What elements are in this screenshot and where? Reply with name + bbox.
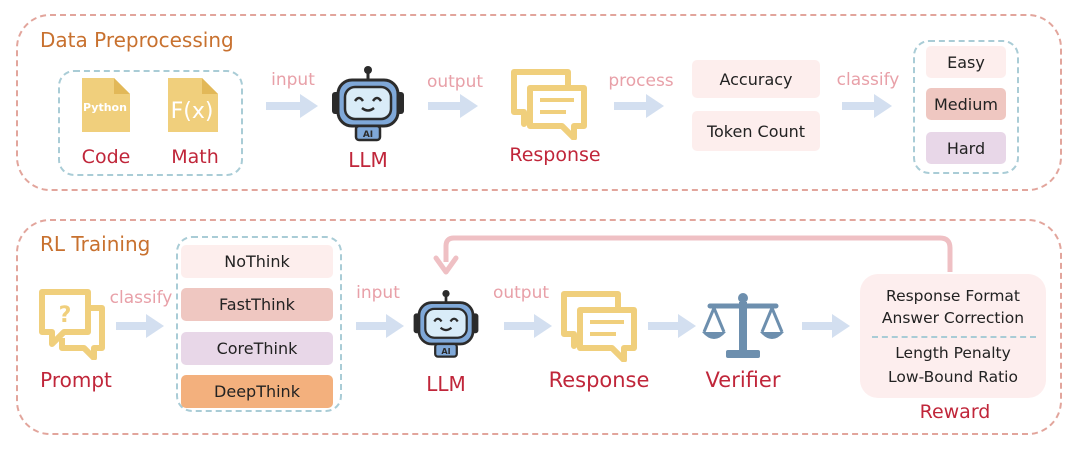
feedback-loop-arrow bbox=[443, 235, 953, 272]
mode-deepthink: DeepThink bbox=[181, 375, 333, 408]
arrow-process-1 bbox=[614, 94, 664, 118]
arrow-output-2 bbox=[504, 314, 552, 338]
verifier-scale-icon bbox=[702, 293, 784, 358]
arrow-classify-1 bbox=[842, 94, 892, 118]
llm-label: LLM bbox=[348, 148, 388, 172]
feedback-loop-arrowhead bbox=[433, 255, 459, 275]
arrow-output-1 bbox=[428, 94, 478, 118]
llm-robot-icon: AI bbox=[332, 66, 404, 142]
arrow-verifier-to-reward bbox=[802, 314, 850, 338]
mode-corethink: CoreThink bbox=[181, 332, 333, 365]
svg-text:F(x): F(x) bbox=[171, 99, 214, 124]
data-preprocessing-panel bbox=[16, 14, 1062, 191]
classify-arrow-label: classify bbox=[836, 70, 900, 90]
metric-token-count: Token Count bbox=[692, 111, 820, 151]
reward-label: Reward bbox=[919, 401, 991, 423]
response-chat-icon-2 bbox=[561, 291, 637, 362]
data-preprocessing-title: Data Preprocessing bbox=[40, 28, 234, 52]
metric-accuracy: Accuracy bbox=[692, 60, 820, 98]
reward-item-low-bound-ratio: Low-Bound Ratio bbox=[888, 368, 1018, 386]
python-code-icon: Python bbox=[82, 78, 130, 132]
verifier-label: Verifier bbox=[705, 368, 781, 392]
arrow-response-to-verifier bbox=[648, 314, 696, 338]
prompt-label: Prompt bbox=[40, 368, 112, 392]
reward-item-answer-correction: Answer Correction bbox=[881, 309, 1025, 327]
reward-item-response-format: Response Format bbox=[886, 287, 1020, 305]
rl-training-title: RL Training bbox=[40, 232, 151, 256]
difficulty-group bbox=[913, 40, 1019, 174]
svg-text:AI: AI bbox=[441, 346, 450, 356]
response-label-2: Response bbox=[548, 368, 650, 392]
arrow-input-1 bbox=[266, 94, 318, 118]
level-medium: Medium bbox=[926, 88, 1006, 120]
level-hard: Hard bbox=[926, 132, 1006, 164]
input-arrow-label-2: input bbox=[356, 283, 400, 303]
input-arrow-label: input bbox=[271, 70, 315, 90]
input-data-group bbox=[58, 70, 243, 176]
mode-fastthink: FastThink bbox=[181, 288, 333, 321]
llm-label-2: LLM bbox=[426, 372, 466, 396]
process-arrow-label: process bbox=[608, 71, 674, 91]
mode-nothink: NoThink bbox=[181, 245, 333, 278]
response-chat-icon bbox=[511, 69, 587, 140]
prompt-question-icon: ? bbox=[39, 289, 105, 360]
code-label: Code bbox=[81, 146, 131, 168]
output-arrow-label-2: output bbox=[492, 283, 550, 303]
thinking-mode-group bbox=[176, 236, 342, 412]
math-function-icon: F(x) bbox=[168, 78, 218, 132]
math-label: Math bbox=[171, 146, 219, 168]
reward-item-length-penalty: Length Penalty bbox=[895, 344, 1011, 362]
arrow-classify-2 bbox=[116, 314, 164, 338]
svg-text:?: ? bbox=[59, 303, 72, 328]
classify-arrow-label-2: classify bbox=[109, 288, 173, 308]
svg-text:AI: AI bbox=[363, 130, 373, 140]
response-label: Response bbox=[509, 144, 601, 166]
arrow-input-2 bbox=[356, 314, 404, 338]
level-easy: Easy bbox=[926, 46, 1006, 78]
svg-text:Python: Python bbox=[83, 101, 127, 114]
output-arrow-label: output bbox=[426, 72, 484, 92]
llm-robot-icon-2: AI bbox=[413, 290, 479, 358]
rl-training-panel bbox=[16, 219, 1062, 435]
reward-divider bbox=[872, 336, 1036, 338]
